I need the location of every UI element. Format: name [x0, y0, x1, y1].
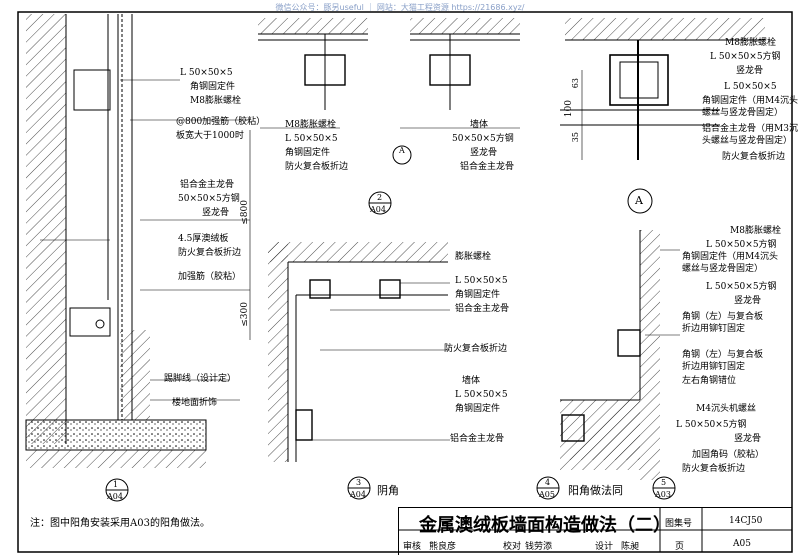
- detail-4-section: [536, 230, 680, 500]
- label: 角钢固定件（用M4沉头: [682, 252, 778, 262]
- label: 铝合金主龙骨（用M3沉: [702, 124, 798, 134]
- atlas-number: 14CJ50: [729, 516, 763, 526]
- detail-4-caption: 阳角做法同: [568, 484, 623, 497]
- label: 50×50×5方钢: [452, 134, 514, 144]
- ref-num: 1: [113, 480, 119, 489]
- label: 板宽大于1000时: [176, 131, 244, 141]
- label: M8膨胀螺栓: [725, 38, 776, 48]
- label: 竖龙骨: [202, 208, 230, 218]
- detail-3-caption: 阴角: [377, 484, 399, 497]
- dim: 100: [564, 100, 574, 118]
- label: L 50×50×5: [455, 390, 508, 400]
- ref-sheet: A03: [655, 490, 671, 499]
- ref-num: 3: [356, 478, 362, 487]
- label: 折边用铆钉固定: [682, 362, 746, 372]
- dim: ≤300: [240, 302, 250, 327]
- page-number: A05: [733, 539, 751, 549]
- label: 铝合金主龙骨: [450, 434, 505, 444]
- label: 墙体: [462, 376, 481, 386]
- label: 折边用铆钉固定: [682, 324, 746, 334]
- label: L 50×50×5: [724, 82, 777, 92]
- title-block: 金属澳绒板墙面构造做法（二） 图集号 14CJ50 审核 熊良彦 校对 钱劳添 …: [398, 507, 792, 555]
- tag: A: [399, 146, 405, 155]
- label: 膨胀螺栓: [455, 252, 492, 262]
- label: 角钢固定件（用M4沉头: [702, 96, 798, 106]
- label: 4.5厚澳绒板: [178, 234, 229, 244]
- detail-3-section: [268, 242, 450, 500]
- label: 楼地面折饰: [172, 398, 218, 408]
- label: 竖龙骨: [736, 66, 764, 76]
- label: 防火复合板折边: [444, 344, 508, 354]
- label: 防火复合板折边: [178, 248, 242, 258]
- design-label: 设计: [595, 542, 614, 552]
- detail-a-section: [560, 18, 765, 214]
- label: 竖龙骨: [470, 148, 498, 158]
- label: M8膨胀螺栓: [285, 120, 336, 130]
- ref-num: 2: [377, 193, 383, 202]
- label: 角钢固定件: [455, 290, 501, 300]
- label: M8膨胀螺栓: [730, 226, 781, 236]
- drawing-title: 金属澳绒板墙面构造做法（二）: [419, 515, 671, 536]
- label: 防火复合板折边: [722, 152, 786, 162]
- page-label: 页: [675, 542, 685, 552]
- ref-sheet: A05: [539, 490, 555, 499]
- watermark: 微信公众号：豚另useful ｜ 网站：大猫工程资源 https://21686…: [275, 3, 525, 12]
- left-wall-section: [25, 14, 251, 502]
- label: 铝合金主龙骨: [460, 162, 515, 172]
- label: 竖龙骨: [734, 296, 762, 306]
- label: L 50×50×5: [180, 68, 233, 78]
- detail-a-title: A: [635, 194, 643, 207]
- label: L 50×50×5方钢: [676, 420, 747, 430]
- atlas-label: 图集号: [665, 519, 693, 529]
- label: M8膨胀螺栓: [190, 96, 241, 106]
- ref-sheet: A04: [370, 205, 386, 214]
- label: 角钢（左）与复合板: [682, 350, 764, 360]
- label: L 50×50×5: [285, 134, 338, 144]
- reviewer: 熊良彦: [429, 542, 457, 552]
- note: 注：图中阳角安装采用A03的阳角做法。: [30, 518, 210, 529]
- label: L 50×50×5: [455, 276, 508, 286]
- label: 角钢固定件: [190, 82, 236, 92]
- detail-2-section: [258, 18, 520, 215]
- check-label: 校对: [503, 542, 522, 552]
- ref-sheet: A04: [350, 490, 366, 499]
- ref-sheet: A04: [107, 492, 123, 501]
- label: 铝合金主龙骨: [180, 180, 235, 190]
- label: L 50×50×5方钢: [706, 240, 777, 250]
- label: 左右角钢错位: [682, 376, 737, 386]
- label: 防火复合板折边: [285, 162, 349, 172]
- label: 角钢（左）与复合板: [682, 312, 764, 322]
- label: 加强筋（胶粘）: [178, 272, 242, 282]
- label: 角钢固定件: [455, 404, 501, 414]
- label: L 50×50×5方钢: [710, 52, 781, 62]
- label: L 50×50×5方钢: [706, 282, 777, 292]
- label: 螺丝与竖龙骨固定）: [682, 264, 764, 274]
- designer: 陈昶: [621, 542, 640, 552]
- label: 加固角码（胶粘）: [692, 450, 765, 460]
- checker: 钱劳添: [525, 542, 553, 552]
- dim: 63: [571, 78, 580, 89]
- label: @800加强筋（胶粘）: [176, 117, 266, 127]
- ref-num: 4: [545, 478, 551, 487]
- label: M4沉头机螺丝: [696, 404, 756, 414]
- label: 竖龙骨: [734, 434, 762, 444]
- label: 防火复合板折边: [682, 464, 746, 474]
- ref-num: 5: [661, 478, 667, 487]
- dim: 35: [571, 132, 580, 143]
- review-label: 审核: [403, 542, 422, 552]
- label: 50×50×5方钢: [178, 194, 240, 204]
- label: 螺丝与竖龙骨固定）: [702, 108, 784, 118]
- label: 铝合金主龙骨: [455, 304, 510, 314]
- label: 头螺丝与竖龙骨固定）: [702, 136, 793, 146]
- label: 踢脚线（设计定）: [164, 374, 237, 384]
- label: 墙体: [470, 120, 489, 130]
- dim: ≤800: [240, 200, 250, 225]
- label: 角钢固定件: [285, 148, 331, 158]
